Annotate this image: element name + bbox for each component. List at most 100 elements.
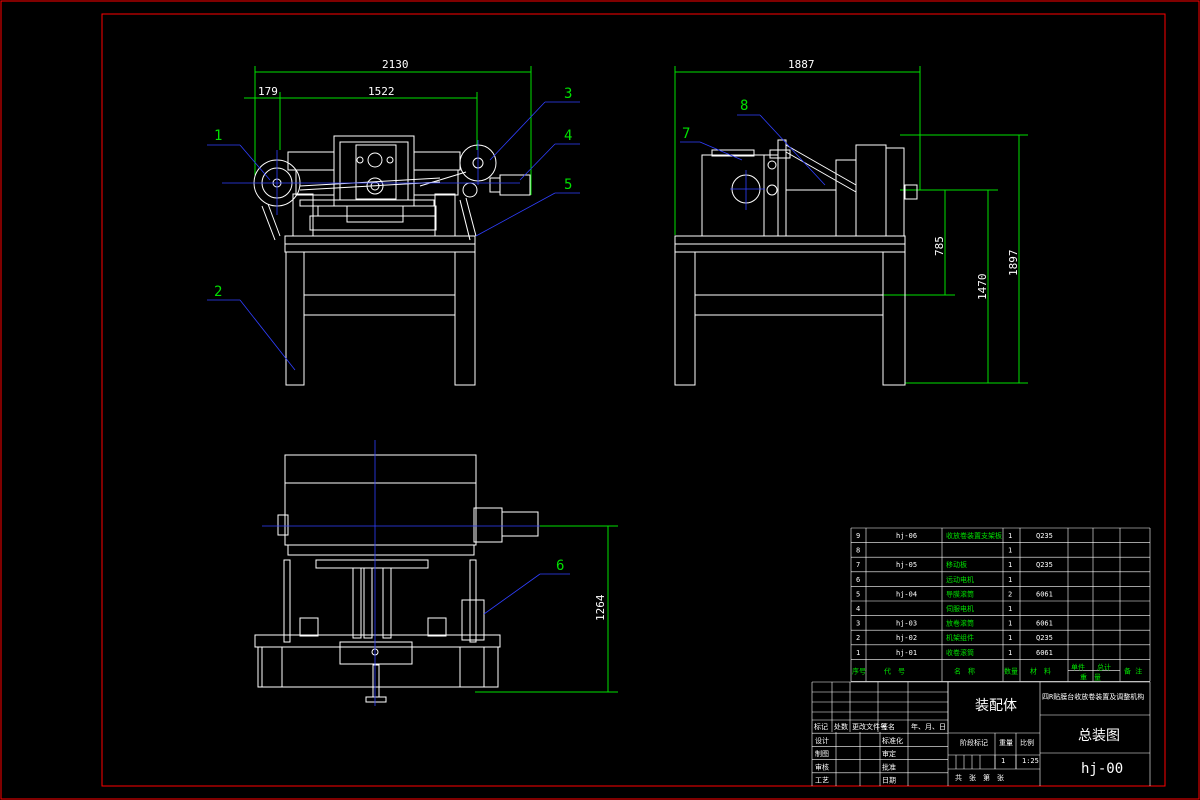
dim-2130: 2130 [382,58,409,71]
rev-header: 签名 [881,722,895,731]
scale-label: 比例 [1020,738,1034,747]
parts-row: 6 远动电机 1 [856,575,1012,584]
balloon-5: 5 [564,177,572,193]
part-number: 9 [856,532,860,540]
side-view: 1887 785 1470 1897 [674,58,1028,386]
part-qty: 1 [1008,649,1012,657]
part-code: hj-02 [896,634,917,642]
parts-row: 7 hj-05 移动板 1 Q235 [856,560,1053,569]
part-number: 7 [856,561,860,569]
part-name: 伺服电机 [946,604,974,613]
balloon-1: 1 [214,128,222,144]
role-label: 审核 [815,762,829,771]
part-code: hj-06 [896,532,917,540]
part-material: Q235 [1036,634,1053,642]
part-material: 6061 [1036,620,1053,628]
header-name: 名 称 [954,666,975,675]
std-label: 日期 [882,777,896,785]
part-qty: 1 [1008,634,1012,642]
part-code: hj-04 [896,590,917,598]
part-material: 6061 [1036,649,1053,657]
std-label: 批准 [882,762,896,771]
parts-row: 3 hj-03 放卷滚筒 1 6061 [856,619,1053,628]
part-qty: 1 [1008,620,1012,628]
std-label: 标准化 [882,736,903,745]
part-qty: 1 [1008,576,1012,584]
assembly-label: 装配体 [975,698,1017,714]
top-view: 1264 6 [254,440,618,706]
balloon-7: 7 [682,126,690,142]
rev-header: 处数 [834,722,848,731]
part-name: 移动板 [946,560,967,569]
weight-label: 重量 [999,739,1013,747]
part-number: 1 [856,649,860,657]
stage-label: 阶段标记 [960,738,988,747]
front-view: 2130 179 1522 [207,58,580,386]
part-code: hj-05 [896,561,917,569]
dim-1264: 1264 [594,594,607,621]
balloon-8: 8 [740,98,748,114]
scale-value: 1:25 [1022,757,1039,765]
part-material: Q235 [1036,561,1053,569]
parts-row: 2 hj-02 机架组件 1 Q235 [856,633,1053,642]
parts-row: 5 hj-04 导膜滚筒 2 6061 [856,589,1053,598]
parts-header: 序号 代 号 名 称 数量 材 料 单件 总计重 量 备 注 [852,662,1142,681]
part-name: 导膜滚筒 [946,589,974,598]
header-no: 序号 [852,666,866,675]
parts-row: 9 hj-06 收放卷装置支架板 1 Q235 [856,531,1053,540]
rev-header: 更改文件号 [852,722,887,731]
part-name: 收卷滚筒 [946,648,974,657]
part-qty: 1 [1008,605,1012,613]
role-label: 工艺 [815,777,829,785]
dim-785: 785 [933,236,946,256]
part-number: 8 [856,547,860,555]
part-qty: 1 [1008,532,1012,540]
count-value: 1 [1001,757,1005,765]
title-block: 装配体 四R贴膜台收放卷装置及调整机构 总装图 hj-00 阶段标记 重量 比例… [811,681,1151,786]
header-material: 材 料 [1030,666,1051,675]
part-qty: 2 [1008,590,1012,598]
header-total-weight: 总计 [1097,662,1111,671]
header-unit-weight: 单件 [1071,662,1085,671]
part-material: Q235 [1036,532,1053,540]
balloon-4: 4 [564,128,572,144]
header-qty: 数量 [1004,666,1018,675]
balloon-3: 3 [564,86,572,102]
header-code: 代 号 [884,666,905,675]
role-label: 设计 [815,736,829,745]
balloon-6: 6 [556,558,564,574]
drawing-frame [101,13,1166,787]
part-number: 2 [856,634,860,642]
part-number: 6 [856,576,860,584]
parts-row: 1 hj-01 收卷滚筒 1 6061 [856,648,1053,657]
part-number: 3 [856,620,860,628]
dim-1522: 1522 [368,85,395,98]
rev-header: 标记 [814,722,828,731]
part-qty: 1 [1008,561,1012,569]
part-code: hj-01 [896,649,917,657]
header-remark: 备 注 [1124,666,1142,675]
std-label: 审定 [882,749,896,758]
part-material: 6061 [1036,590,1053,598]
drawing-name: 总装图 [1078,728,1120,744]
parts-row: 4 伺服电机 1 [856,604,1012,613]
part-name: 收放卷装置支架板 [946,531,1002,540]
part-qty: 1 [1008,547,1012,555]
part-name: 远动电机 [946,575,974,584]
header-weight: 重 量 [1080,673,1101,681]
part-name: 机架组件 [946,633,974,642]
balloon-2: 2 [214,284,222,300]
drawing-number: hj-00 [1081,761,1123,777]
part-number: 5 [856,590,860,598]
rev-header: 年、月、日 [911,722,946,731]
dim-1887: 1887 [788,58,815,71]
part-name: 放卷滚筒 [946,619,974,628]
part-number: 4 [856,605,860,613]
product-name: 四R贴膜台收放卷装置及调整机构 [1042,692,1144,701]
role-label: 制图 [815,749,829,758]
part-code: hj-03 [896,620,917,628]
